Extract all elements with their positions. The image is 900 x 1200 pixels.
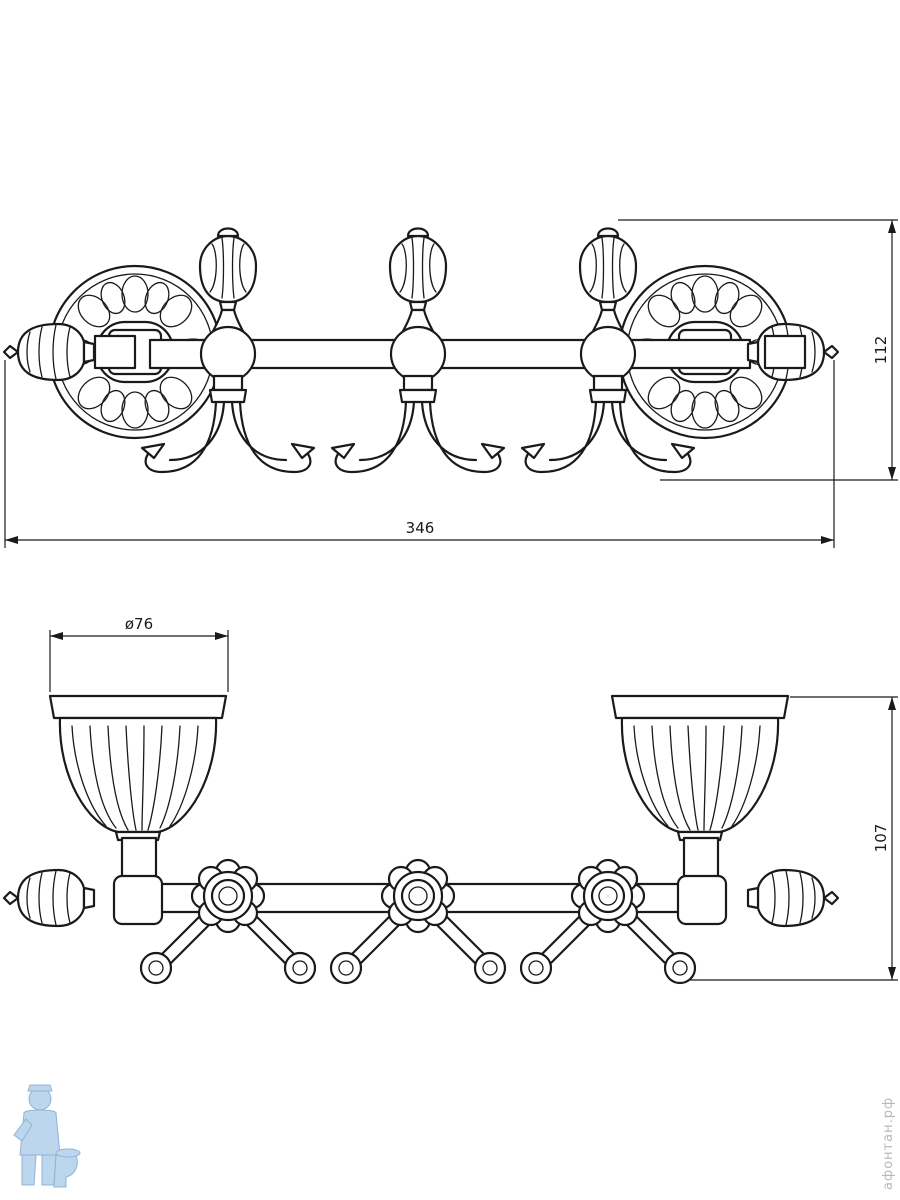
depth-label: 107 bbox=[872, 824, 890, 853]
left-top-collar bbox=[112, 874, 164, 926]
top-hook-1 bbox=[141, 860, 315, 983]
left-cup bbox=[48, 694, 228, 842]
width-label: 346 bbox=[406, 519, 435, 537]
front-view bbox=[2, 229, 840, 473]
depth-dimension: 107 bbox=[690, 696, 898, 981]
top-hook-3 bbox=[521, 860, 695, 983]
top-left-finial bbox=[2, 868, 96, 928]
height-label: 112 bbox=[872, 336, 890, 365]
width-dimension: 346 bbox=[4, 360, 835, 548]
left-end-finial bbox=[2, 322, 96, 382]
right-cup bbox=[610, 694, 790, 842]
diameter-label: ø76 bbox=[125, 615, 153, 633]
right-top-collar bbox=[676, 874, 728, 926]
height-dimension: 112 bbox=[618, 219, 898, 481]
diameter-dimension: ø76 bbox=[49, 615, 229, 692]
left-cup-stem bbox=[120, 836, 158, 880]
top-view bbox=[2, 694, 840, 983]
top-hook-2 bbox=[331, 860, 505, 983]
right-rail-collar bbox=[763, 334, 807, 370]
right-cup-stem bbox=[682, 836, 720, 880]
left-rail-collar bbox=[93, 334, 137, 370]
plumber-mascot-icon bbox=[13, 1084, 81, 1188]
watermark-text: афонтан.рф bbox=[881, 1097, 896, 1190]
top-right-finial bbox=[746, 868, 840, 928]
